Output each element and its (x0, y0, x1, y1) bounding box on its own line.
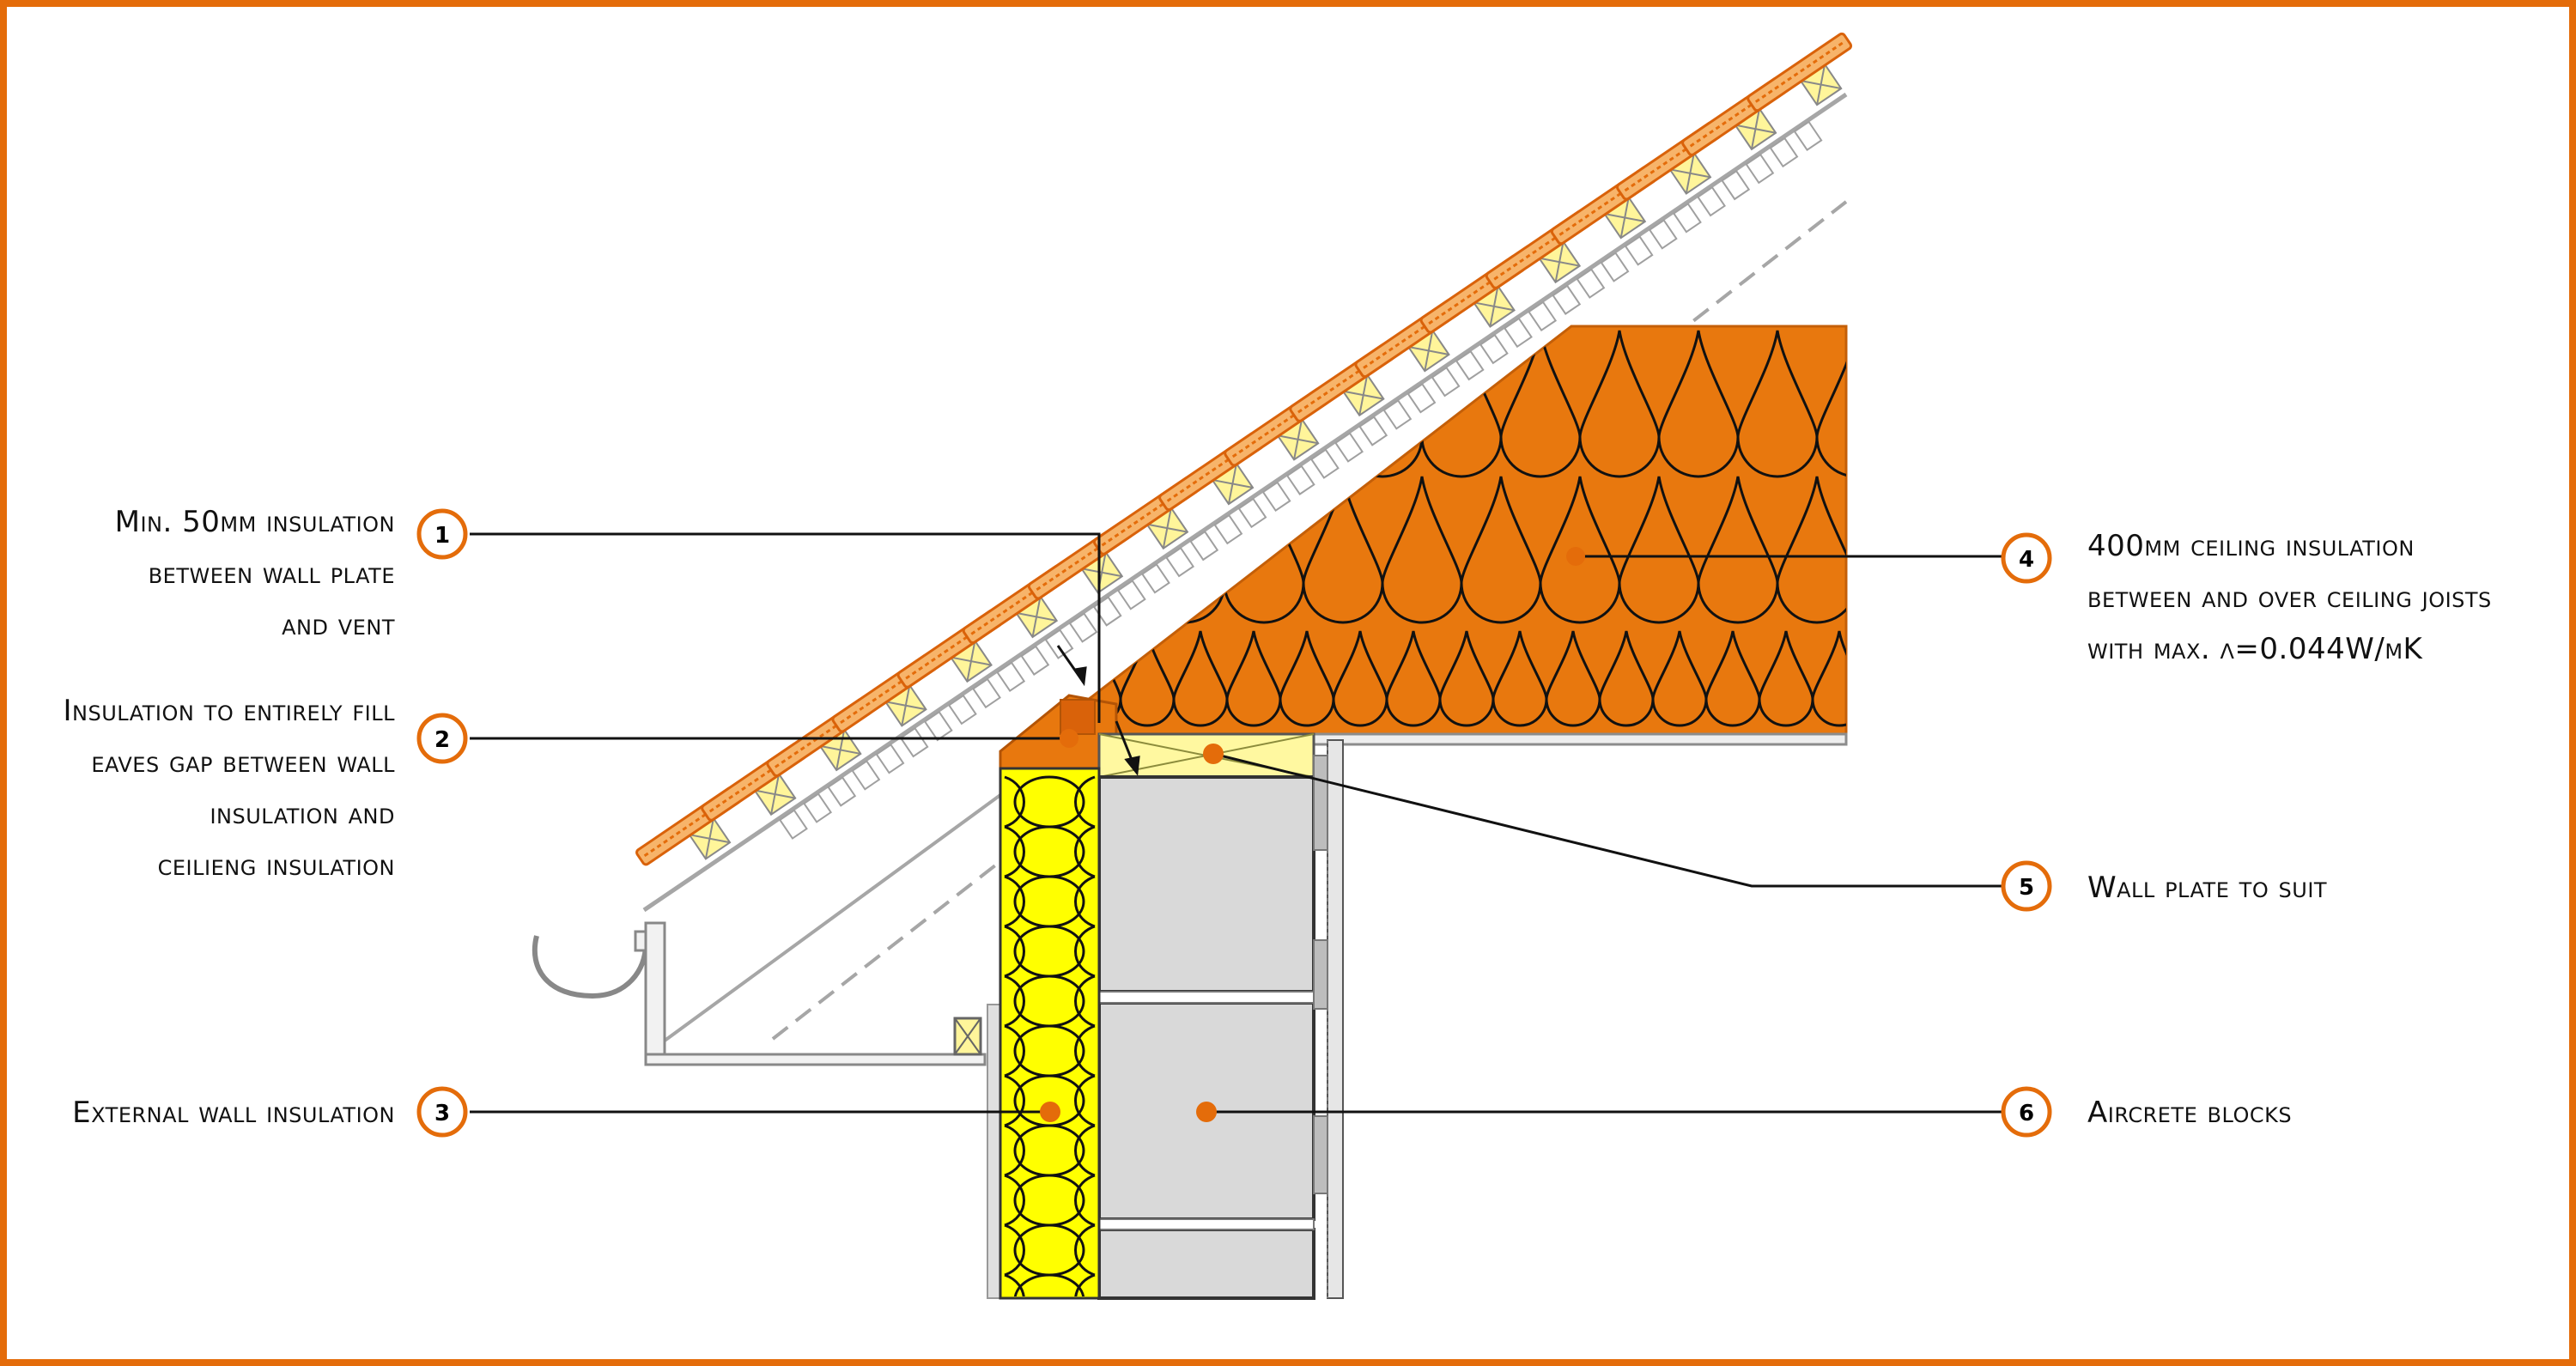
callout-3-line-1: External wall insulation (72, 1096, 395, 1130)
leader-1 (470, 532, 1101, 723)
badge-5: 5 (2001, 860, 2052, 912)
leader-dot-2 (1060, 729, 1078, 748)
callout-1-line-2: between wall plate (148, 556, 395, 591)
callout-6-label: Aircrete blocks (2087, 1087, 2292, 1138)
callout-4-line-2: between and over ceiling joists (2087, 580, 2492, 615)
eaves-detail-drawing: 1 2 3 4 5 6 (416, 32, 2052, 1300)
fascia (644, 921, 666, 1066)
badge-1: 1 (416, 508, 468, 560)
callout-1-label: Min. 50mm insulation between wall plate … (115, 496, 395, 651)
roof-structure (635, 32, 1853, 1045)
callout-2-line-3: insulation and (210, 797, 395, 831)
external-wall-insulation (987, 767, 1101, 1300)
callout-1-line-3: and vent (282, 608, 395, 642)
svg-text:4: 4 (2019, 547, 2034, 573)
svg-text:6: 6 (2019, 1101, 2034, 1126)
callout-6-line-1: Aircrete blocks (2087, 1096, 2293, 1130)
callout-4-label: 400mm ceiling insulation between and ove… (2087, 520, 2492, 675)
callout-4-line-1: 400mm ceiling insulation (2087, 529, 2415, 563)
callout-2-line-1: Insulation to entirely fill (63, 694, 395, 728)
callout-1-line-1: Min. 50mm insulation (114, 505, 395, 539)
svg-text:2: 2 (434, 727, 450, 753)
callout-5-line-1: Wall plate to suit (2087, 871, 2328, 905)
svg-text:5: 5 (2019, 875, 2034, 901)
soffit (644, 1053, 987, 1066)
callout-3-label: External wall insulation (72, 1087, 395, 1138)
ventilation-arrows (1056, 645, 1140, 776)
rafter-ladder (778, 120, 1823, 840)
leader-dot-4 (1566, 547, 1585, 566)
callout-4-line-3: with max. λ=0.044W/mK (2087, 632, 2423, 666)
roof-tiles (635, 32, 1853, 866)
soffit-bracket-line (659, 784, 1015, 1045)
leader-dot-5 (1203, 744, 1224, 764)
badge-6: 6 (2001, 1086, 2052, 1138)
svg-text:1: 1 (434, 523, 450, 549)
leader-dot-6 (1196, 1102, 1217, 1122)
callout-badges: 1 2 3 4 5 6 (416, 508, 2052, 1138)
aircrete-blocks (1097, 775, 1315, 1300)
leader-5 (1212, 752, 2002, 888)
callout-2-line-4: ceilieng insulation (157, 848, 395, 883)
rafter-top-line (642, 92, 1848, 913)
leader-dots (1040, 547, 1585, 1122)
leader-dot-3 (1040, 1102, 1060, 1122)
callout-5-label: Wall plate to suit (2087, 862, 2327, 914)
svg-text:3: 3 (434, 1101, 450, 1126)
gutter (532, 935, 648, 999)
gutter-and-fascia (532, 921, 987, 1066)
leader-lines (470, 532, 2002, 1114)
internal-plaster (1313, 739, 1344, 1299)
callout-2-label: Insulation to entirely fill eaves gap be… (64, 685, 395, 891)
ceiling-board (1312, 732, 1848, 746)
callout-2-line-2: eaves gap between wall (91, 745, 395, 780)
badge-2: 2 (416, 713, 468, 764)
badge-3: 3 (416, 1086, 468, 1138)
badge-4: 4 (2001, 532, 2052, 584)
